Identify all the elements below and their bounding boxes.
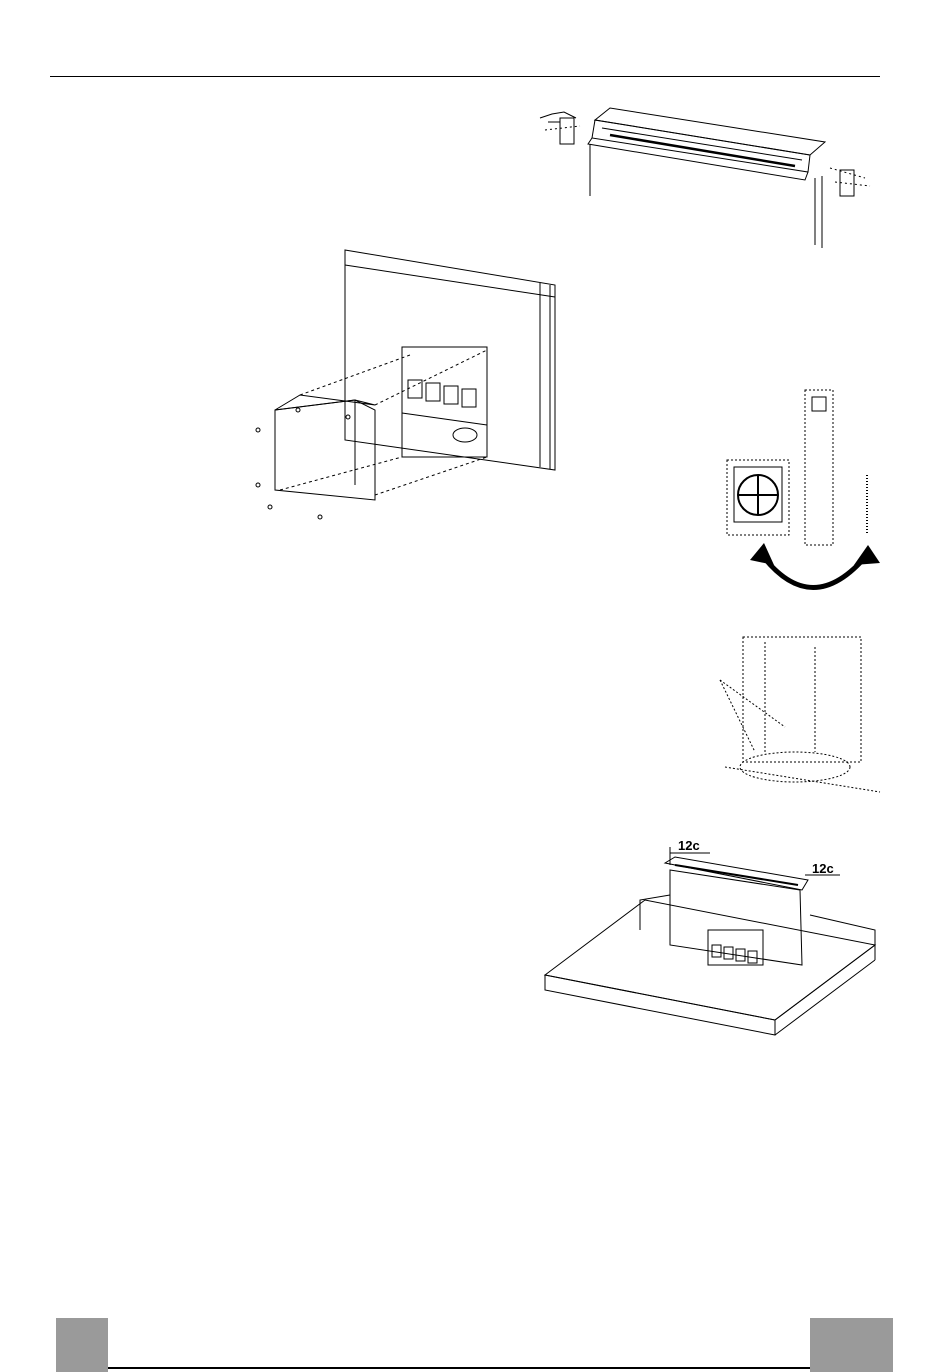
dimension-label-right: 12c [812,861,834,876]
motor-detail-callout-icon [715,632,885,802]
hood-top-bracket-icon [540,100,880,250]
exploded-motor-figure [250,245,560,525]
header-rule [50,76,880,77]
motor-detail-figure [715,632,885,802]
top-mount-figure [540,100,880,250]
dimension-label-left: 12c [678,838,700,853]
motor-box-exploded-icon [250,245,560,525]
filter-duct-parts-icon [722,385,892,610]
filter-parts-figure [722,385,892,610]
footer-rule [108,1367,810,1369]
footer-left-tab [56,1318,108,1372]
footer-right-tab [810,1318,893,1372]
